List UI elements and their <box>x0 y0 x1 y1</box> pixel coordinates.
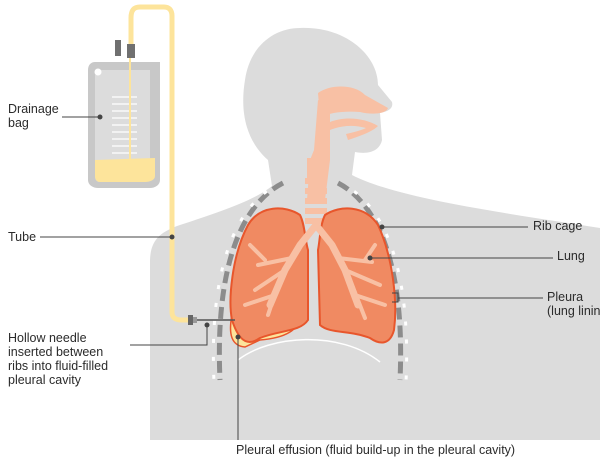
drainage-tube <box>128 4 192 323</box>
mouth-cavity <box>330 118 378 140</box>
nasal-cavity <box>318 86 388 118</box>
pointer-lines <box>40 116 553 440</box>
label-line: pleural cavity <box>8 373 81 387</box>
trachea <box>305 158 327 224</box>
drainage-bag <box>88 40 160 188</box>
label-tube: Tube <box>8 230 37 244</box>
label-line: inserted between <box>8 345 104 359</box>
label-rib-cage: Rib cage <box>533 219 583 233</box>
label-hollow-needle: Hollow needle inserted between ribs into… <box>8 331 108 387</box>
label-lung: Lung <box>557 249 585 263</box>
label-drainage-bag: Drainage bag <box>8 102 59 130</box>
pointer-dots <box>97 114 385 340</box>
label-line: Hollow needle <box>8 331 87 345</box>
bronchi <box>243 221 387 320</box>
left-lung <box>229 207 309 343</box>
label-line: Drainage <box>8 102 59 116</box>
label-line: ribs into fluid-filled <box>8 359 109 373</box>
label-line: bag <box>8 116 29 130</box>
hollow-needle <box>188 315 235 325</box>
label-pleura: Pleura (lung lining) <box>547 290 600 318</box>
label-line: (lung lining) <box>547 304 600 318</box>
diaphragm <box>237 338 381 363</box>
label-line: Pleura <box>547 290 584 304</box>
label-pleural-effusion: Pleural effusion (fluid build-up in the … <box>236 443 516 457</box>
